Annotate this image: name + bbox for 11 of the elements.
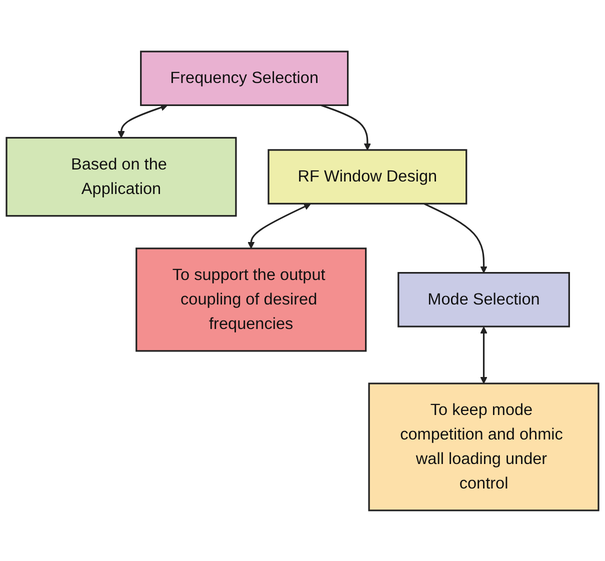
arrow bbox=[424, 202, 488, 273]
node-box: To support the output coupling of desired frequencies bbox=[136, 247, 367, 352]
node-box: To keep mode competition and ohmic wall loading under control bbox=[368, 382, 600, 511]
arrow bbox=[248, 202, 312, 248]
node-box: Frequency Selection bbox=[140, 50, 349, 106]
arrow bbox=[320, 104, 372, 150]
arrow bbox=[480, 326, 488, 384]
node-box: RF Window Design bbox=[268, 148, 468, 204]
node-box: Mode Selection bbox=[398, 272, 570, 327]
node-box: Based on the Application bbox=[6, 136, 237, 216]
arrow bbox=[118, 104, 168, 138]
